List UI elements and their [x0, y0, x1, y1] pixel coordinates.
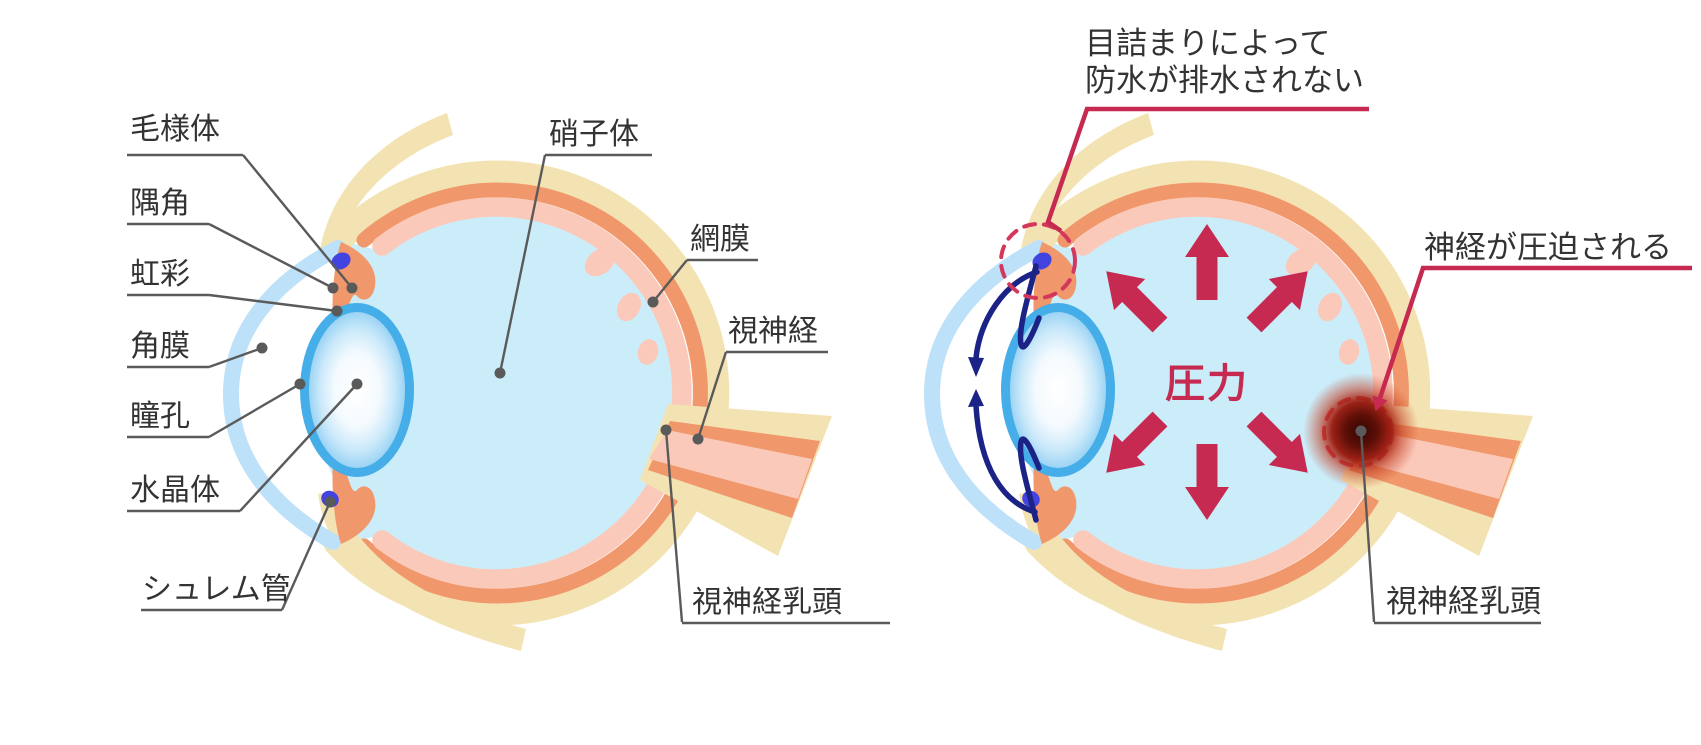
svg-text:角膜: 角膜: [130, 329, 190, 364]
left-panel-labels: 毛様体 隅角 虹彩 角膜: [127, 112, 890, 625]
annotation-blockage-leader: [1045, 106, 1369, 233]
annotation-nerve-leader: [1377, 265, 1692, 399]
left-eye-panel: 毛様体 隅角 虹彩 角膜: [127, 112, 890, 651]
label-lens: 水晶体: [127, 378, 363, 513]
annotation-nerve-compression: 神経が圧迫される: [1372, 230, 1692, 412]
label-optic-disc-right: 視神経乳頭: [1355, 425, 1541, 625]
svg-text:視神経: 視神経: [728, 314, 818, 349]
svg-text:隅角: 隅角: [130, 186, 190, 221]
label-vitreous-body: 硝子体: [494, 117, 652, 379]
svg-text:網膜: 網膜: [690, 222, 750, 257]
flow-arc-lower: [973, 403, 1038, 515]
svg-text:シュレム管: シュレム管: [142, 572, 291, 607]
annotation-blockage-line1: 目詰まりによって: [1085, 26, 1331, 62]
label-optic-disc: 視神経乳頭: [660, 424, 890, 625]
svg-text:虹彩: 虹彩: [130, 257, 190, 292]
svg-text:瞳孔: 瞳孔: [130, 399, 190, 434]
flow-hook-lower: [1017, 436, 1042, 523]
pressure-label: 圧力: [1165, 361, 1249, 407]
svg-text:水晶体: 水晶体: [130, 473, 220, 508]
label-ciliary-body: 毛様体: [127, 112, 358, 294]
label-iris: 虹彩: [127, 257, 343, 317]
annotation-blockage-line2: 防水が排水されない: [1085, 63, 1364, 99]
label-angle: 隅角: [127, 186, 339, 294]
flow-arrowhead-down: [968, 357, 984, 377]
flow-arc-upper: [973, 269, 1040, 361]
label-schlemm-canal: シュレム管: [141, 496, 336, 612]
annotation-blockage: 目詰まりによって 防水が排水されない: [1045, 26, 1369, 233]
blocked-angle-dashed-circle: [999, 222, 1077, 300]
flow-hook-upper: [1017, 263, 1042, 350]
svg-text:硝子体: 硝子体: [549, 117, 639, 152]
svg-text:視神経乳頭: 視神経乳頭: [692, 585, 842, 620]
label-cornea: 角膜: [127, 329, 268, 369]
flow-arrowhead-up: [968, 389, 984, 407]
right-eye-panel: 圧力 目詰まりによって 防水が排水されない 神経が圧迫される 視神経乳頭: [932, 26, 1692, 651]
label-pupil: 瞳孔: [127, 378, 306, 439]
aqueous-flow-arrows: [973, 263, 1042, 523]
left-eye-anatomy: [231, 113, 832, 651]
annotation-nerve-text: 神経が圧迫される: [1424, 230, 1672, 266]
label-retina: 網膜: [647, 222, 758, 308]
label-optic-nerve: 視神経: [692, 314, 828, 445]
svg-text:視神経乳頭: 視神経乳頭: [1386, 584, 1541, 620]
svg-text:毛様体: 毛様体: [130, 112, 220, 147]
annotation-nerve-arrowhead: [1372, 395, 1388, 412]
